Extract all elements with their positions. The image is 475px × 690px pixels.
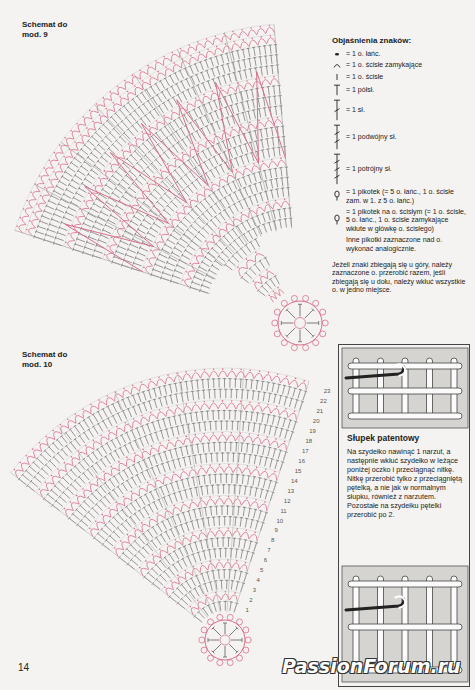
legend-text: = 1 sł.: [346, 106, 468, 114]
row-number: 14: [291, 478, 298, 485]
row-number: 20: [313, 418, 320, 425]
row-number: 1: [246, 607, 249, 614]
watermark: PassionForum.ru: [282, 655, 461, 678]
chart-note: Jeżeli znaki zbiegają się u góry, należy…: [332, 261, 468, 295]
row-number: 5: [260, 567, 263, 574]
info-box: Słupek patentowy Na szydełko nawinąć 1 na…: [338, 344, 470, 687]
row-number: 2: [249, 597, 252, 604]
row-number: 17: [302, 448, 309, 455]
row-number: 18: [306, 438, 313, 445]
legend-note: Inne pikotki zaznaczone nad o. wykonać a…: [346, 236, 468, 253]
legend-text: = 1 o. łańc.: [346, 50, 468, 58]
row-number: 11: [280, 508, 286, 515]
row-number: 15: [295, 468, 302, 475]
box-heading: Słupek patentowy: [347, 433, 463, 443]
row-number: 13: [287, 488, 294, 495]
chart-title: Schemat do mod. 10: [22, 350, 76, 369]
row-number: 10: [277, 518, 284, 525]
mod9-chart: [15, 24, 329, 351]
legend-symbols: [334, 53, 340, 225]
row-number: 19: [309, 428, 316, 435]
chart-title: Schemat do mod. 9: [22, 20, 76, 39]
row-number: 8: [271, 537, 274, 544]
legend-text: = 1 podwójny sł.: [346, 133, 468, 141]
row-number: 23: [324, 388, 331, 395]
page-number: 14: [18, 662, 29, 674]
legend-text: = 1 pikotek na o. ścisłym (= 1 o. ścisłe…: [346, 208, 468, 233]
legend-text: = 1 o. ścisłe: [346, 73, 468, 81]
row-number: 16: [298, 458, 305, 465]
legend-text: = 1 pikotek (= 5 o. łańc., 1 o. ścisłe z…: [346, 188, 468, 205]
row-number: 7: [267, 547, 270, 554]
box-body: Na szydełko nawinąć 1 narzut, a następni…: [347, 447, 463, 519]
legend-text: = 1 o. ścisłe zamykające: [346, 61, 468, 69]
row-number: 22: [320, 398, 327, 405]
legend-text: = 1 potrójny sł.: [346, 165, 468, 173]
stitch-photo: [342, 348, 468, 428]
legend-heading: Objaśnienia znaków:: [332, 36, 472, 46]
mod10-chart: [11, 368, 309, 666]
legend-text: = 1 półsł.: [346, 86, 468, 94]
row-number: 6: [264, 557, 267, 564]
row-number: 21: [316, 408, 323, 415]
row-number: 9: [275, 527, 278, 534]
row-number: 12: [284, 498, 291, 505]
row-number: 4: [256, 577, 259, 584]
row-number: 3: [253, 587, 256, 594]
